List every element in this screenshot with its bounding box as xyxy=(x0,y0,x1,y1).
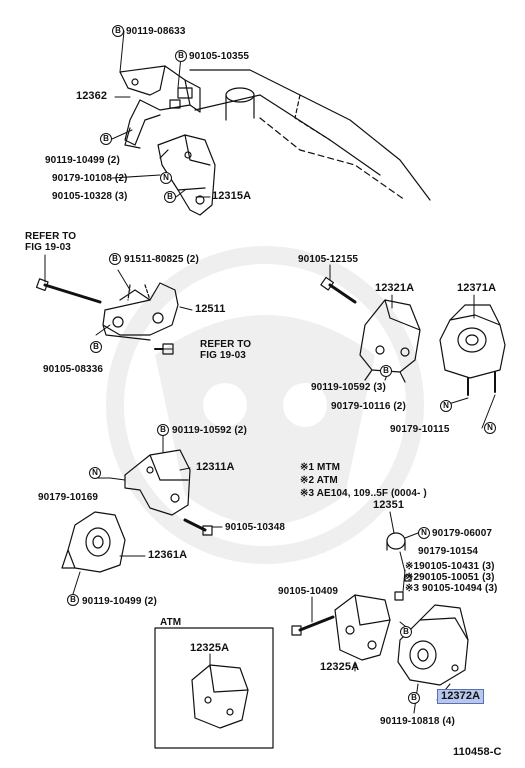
bolt-symbol-icon: B xyxy=(67,594,79,606)
refer-note-2-line2[interactable]: FIG 19-03 xyxy=(200,350,246,361)
leader-lines xyxy=(44,30,496,714)
part-label-12362[interactable]: 12362 xyxy=(76,90,108,102)
nut-symbol-icon: N xyxy=(89,467,101,479)
part-label-90105-10431[interactable]: ※190105-10431 (3) xyxy=(405,561,495,572)
part-label-12325A-atm[interactable]: 12325A xyxy=(190,642,230,654)
bolt-symbol-icon: B xyxy=(164,191,176,203)
engine-mount-part-drawing-12361A xyxy=(61,511,126,573)
engine-mount-part-drawing-12325A xyxy=(334,594,391,661)
part-label-12315A[interactable]: 12315A xyxy=(212,190,252,202)
part-label-90179-06007[interactable]: 90179-06007 xyxy=(432,528,493,539)
bolt-symbol-icon: B xyxy=(175,50,187,62)
engine-mount-part-drawing-12351 xyxy=(386,532,406,551)
part-label-90105-10355[interactable]: 90105-10355 xyxy=(189,51,250,62)
part-label-90105-10494[interactable]: ※3 90105-10494 (3) xyxy=(405,583,498,594)
nut-symbol-icon: N xyxy=(418,527,430,539)
engine-mount-part-drawing-12372A xyxy=(397,604,469,686)
bolt-symbol-icon: B xyxy=(90,341,102,353)
part-label-12351[interactable]: 12351 xyxy=(373,499,405,511)
part-label-12511[interactable]: 12511 xyxy=(195,303,226,315)
part-label-90105-10328[interactable]: 90105-10328 (3) xyxy=(52,191,128,202)
engine-mount-part-drawing-12325A-atm xyxy=(191,664,249,729)
engine-mount-part-drawing-12311A xyxy=(124,449,191,516)
engine-mount-part-drawing-12511 xyxy=(102,282,179,341)
engine-mount-part-drawing-12321A xyxy=(359,299,421,383)
nut-symbol-icon: N xyxy=(160,172,172,184)
atm-inset-box xyxy=(154,627,274,749)
bolt-symbol-icon: B xyxy=(380,365,392,377)
part-label-12311A[interactable]: 12311A xyxy=(196,461,235,473)
part-label-90105-12155[interactable]: 90105-12155 xyxy=(298,254,359,265)
bolt-drawing-90105-10409 xyxy=(291,615,335,636)
figure-number: 110458-C xyxy=(453,746,502,758)
bolt-drawing-90105-12155 xyxy=(320,276,357,304)
part-label-90179-10154[interactable]: 90179-10154 xyxy=(418,546,479,557)
part-label-90119-08633[interactable]: 90119-08633 xyxy=(126,26,186,37)
part-label-90119-10499-bottom[interactable]: 90119-10499 (2) xyxy=(82,596,157,607)
atm-inset-title: ATM xyxy=(160,617,182,628)
part-label-90119-10499[interactable]: 90119-10499 (2) xyxy=(45,155,120,166)
part-label-12371A[interactable]: 12371A xyxy=(457,282,497,294)
bolt-symbol-icon: B xyxy=(400,626,412,638)
engine-mount-part-drawing-12362 xyxy=(119,65,201,149)
bolt-symbol-icon: B xyxy=(157,424,169,436)
bolt-symbol-icon: B xyxy=(100,133,112,145)
part-label-12361A[interactable]: 12361A xyxy=(148,549,188,561)
engine-block-drawing xyxy=(189,69,431,201)
part-label-90105-10051[interactable]: ※290105-10051 (3) xyxy=(405,572,495,583)
part-label-90179-10108[interactable]: 90179-10108 (2) xyxy=(52,173,128,184)
part-label-90105-10409[interactable]: 90105-10409 xyxy=(278,586,339,597)
nut-symbol-icon: N xyxy=(484,422,496,434)
long-bolt-drawing xyxy=(35,278,102,304)
engine-mount-part-drawing-12371A xyxy=(439,304,506,396)
refer-note-1-line1[interactable]: REFER TO xyxy=(25,231,77,242)
part-label-90105-08336[interactable]: 90105-08336 xyxy=(43,364,104,375)
part-label-12372A[interactable]: 12372A xyxy=(437,689,485,704)
part-label-90179-10116[interactable]: 90179-10116 (2) xyxy=(331,401,406,412)
bolt-symbol-icon: B xyxy=(109,253,121,265)
refer-note-2-line1[interactable]: REFER TO xyxy=(200,339,252,350)
note-atm: ※2 ATM xyxy=(300,475,338,486)
bolt-drawing-90105-10348 xyxy=(183,518,213,536)
part-label-90179-10115[interactable]: 90179-10115 xyxy=(390,424,450,435)
part-label-90105-10348[interactable]: 90105-10348 xyxy=(225,522,286,533)
part-label-12325A[interactable]: 12325A xyxy=(320,661,360,673)
bolt-symbol-icon: B xyxy=(112,25,124,37)
part-label-90119-10592-mid[interactable]: 90119-10592 (2) xyxy=(172,425,247,436)
refer-note-1-line2[interactable]: FIG 19-03 xyxy=(25,242,71,253)
watermark-emblem-icon xyxy=(106,246,424,564)
part-label-90179-10169[interactable]: 90179-10169 xyxy=(38,492,99,503)
small-fasteners-drawing xyxy=(394,574,412,601)
note-ae104: ※3 AE104, 109..5F (0004- ) xyxy=(300,488,427,499)
part-label-90119-10592-right[interactable]: 90119-10592 (3) xyxy=(311,382,386,393)
part-label-12321A[interactable]: 12321A xyxy=(375,282,415,294)
bolt-symbol-icon: B xyxy=(408,692,420,704)
nut-symbol-icon: N xyxy=(440,400,452,412)
part-label-91511-80825[interactable]: 91511-80825 (2) xyxy=(124,254,199,265)
note-mtm: ※1 MTM xyxy=(300,462,341,473)
part-label-90119-10818[interactable]: 90119-10818 (4) xyxy=(380,716,455,727)
